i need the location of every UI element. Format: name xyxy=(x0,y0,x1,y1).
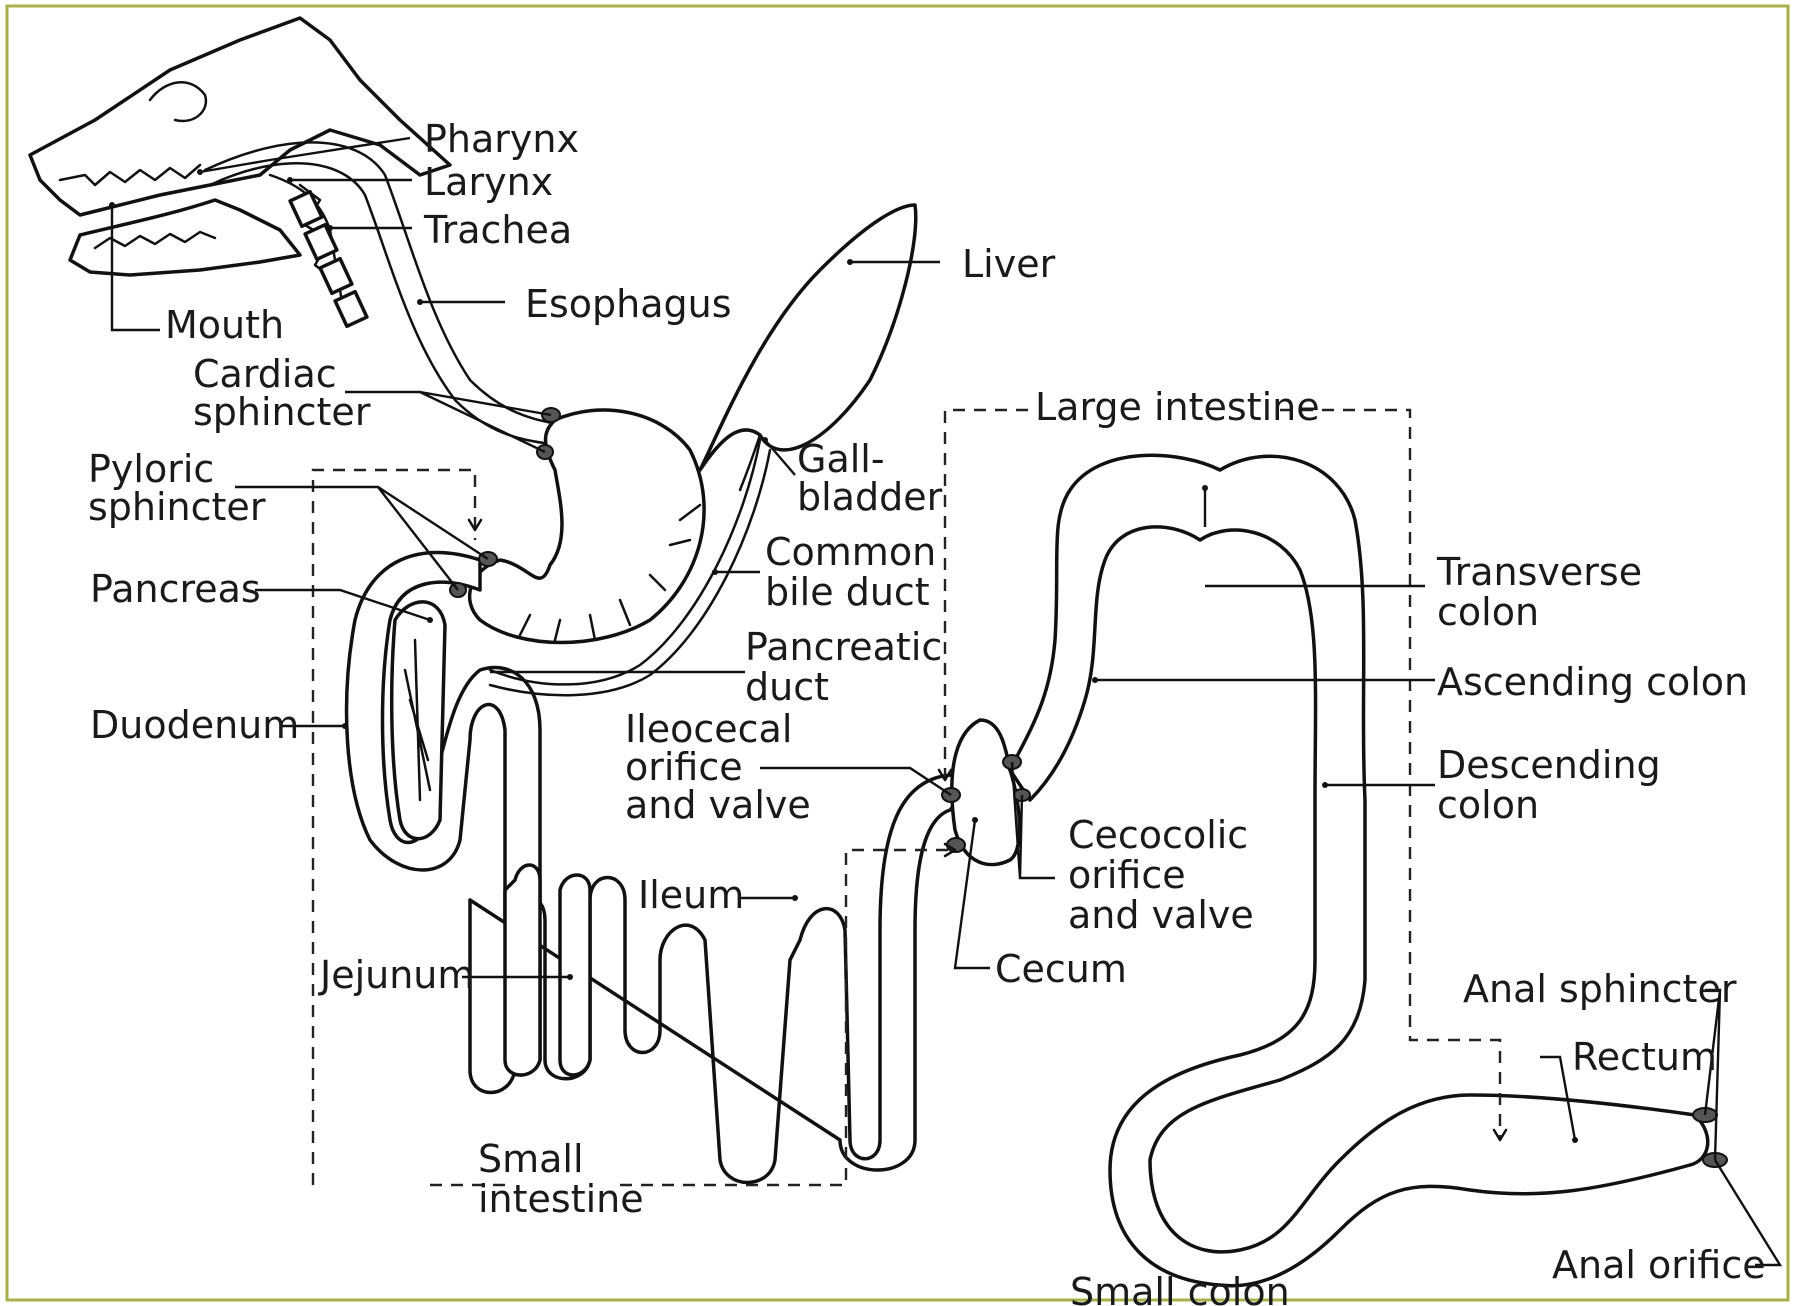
label-transverse-line1: Transverse xyxy=(1436,550,1642,594)
label-ileocecal-line3: and valve xyxy=(625,783,811,827)
label-descending-line2: colon xyxy=(1437,783,1539,827)
label-ascending-colon: Ascending colon xyxy=(1437,660,1748,704)
label-ileum: Ileum xyxy=(638,873,744,917)
label-esophagus: Esophagus xyxy=(525,282,732,326)
label-liver: Liver xyxy=(962,242,1056,286)
label-gall-line2: bladder xyxy=(797,475,943,519)
label-descending-line1: Descending xyxy=(1437,743,1661,787)
label-cecocolic-line3: and valve xyxy=(1068,893,1254,937)
label-small-intestine-line1: Small xyxy=(478,1137,584,1181)
label-anal-orifice: Anal orifice xyxy=(1552,1243,1766,1287)
label-cecocolic-line1: Cecocolic xyxy=(1068,813,1248,857)
label-common-bile-line1: Common xyxy=(765,530,936,574)
label-pancreas: Pancreas xyxy=(90,567,261,611)
label-pancreatic-line1: Pancreatic xyxy=(745,625,942,669)
label-larynx: Larynx xyxy=(424,160,553,204)
label-transverse-line2: colon xyxy=(1437,590,1539,634)
label-anal-sphincter: Anal sphincter xyxy=(1463,967,1737,1011)
stomach-shape xyxy=(470,410,705,643)
liver-shape xyxy=(700,205,916,470)
label-cecocolic-line2: orifice xyxy=(1068,853,1186,897)
label-trachea: Trachea xyxy=(423,208,572,252)
label-cardiac-line2: sphincter xyxy=(193,390,371,434)
label-large-intestine: Large intestine xyxy=(1035,385,1320,429)
label-cecum: Cecum xyxy=(995,947,1127,991)
label-pancreatic-line2: duct xyxy=(745,665,829,709)
label-duodenum: Duodenum xyxy=(90,703,299,747)
label-rectum: Rectum xyxy=(1572,1035,1717,1079)
label-pharynx: Pharynx xyxy=(424,117,579,161)
label-small-intestine-line2: intestine xyxy=(478,1177,644,1221)
small-intestine-coils xyxy=(470,775,964,1183)
label-mouth: Mouth xyxy=(165,303,284,347)
label-small-colon: Small colon xyxy=(1070,1270,1290,1306)
label-jejunum: Jejunum xyxy=(318,953,474,997)
label-pyloric-line2: sphincter xyxy=(88,485,266,529)
label-common-bile-line2: bile duct xyxy=(765,570,930,614)
